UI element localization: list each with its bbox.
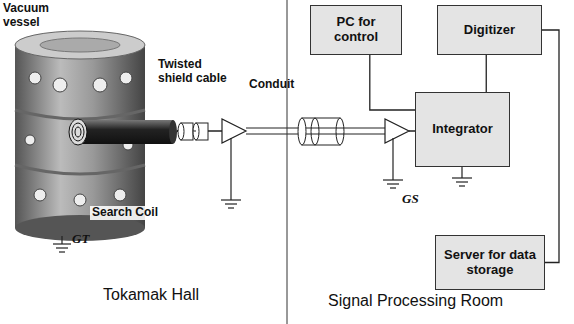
- box-label: Server for data storage: [436, 248, 544, 278]
- part-label: Vacuum vessel: [3, 2, 65, 30]
- part-label: GS: [402, 192, 419, 207]
- part-label: Search Coil: [90, 206, 160, 220]
- part-label: Twisted shield cable: [158, 58, 236, 86]
- box-label: Digitizer: [460, 23, 519, 38]
- process-box: Digitizer: [437, 5, 542, 55]
- part-label: Tokamak Hall: [103, 286, 199, 304]
- part-label: GT: [72, 232, 89, 247]
- signal-connector: [486, 55, 487, 92]
- search-coil: [69, 119, 177, 145]
- part-label: Conduit: [249, 78, 294, 92]
- process-box: Integrator: [415, 92, 510, 167]
- box-label: Integrator: [428, 122, 497, 137]
- part-label: Signal Processing Room: [328, 292, 503, 310]
- room-divider: [287, 0, 288, 324]
- process-box: PC for control: [310, 5, 402, 55]
- signal-connector: [370, 55, 415, 110]
- signal-cable: [177, 118, 415, 145]
- box-label: PC for control: [311, 15, 401, 45]
- process-box: Server for data storage: [435, 235, 545, 290]
- signal-connector: [542, 30, 559, 263]
